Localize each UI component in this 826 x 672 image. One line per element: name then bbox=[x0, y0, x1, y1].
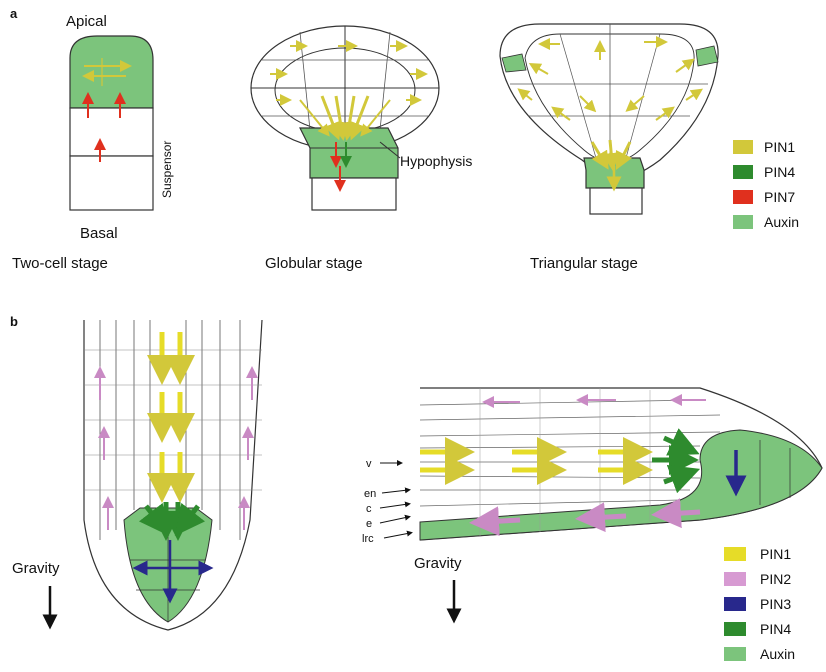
hypophysis-label: Hypophysis bbox=[400, 153, 472, 169]
basal-label: Basal bbox=[80, 225, 118, 242]
legend-a-pin1-label: PIN1 bbox=[764, 139, 795, 155]
legend-b-pin1-label: PIN1 bbox=[760, 546, 791, 562]
tissue-labels: v en c e lrc bbox=[362, 458, 410, 545]
legend-a-swatch-pin1 bbox=[733, 140, 753, 154]
triangular-embryo bbox=[500, 24, 718, 214]
legend-b-pin3-label: PIN3 bbox=[760, 596, 791, 612]
apical-label: Apical bbox=[66, 13, 107, 30]
tissue-label-en: en bbox=[364, 488, 376, 500]
legend-a-swatch-pin7 bbox=[733, 190, 753, 204]
panel-b-label: b bbox=[10, 314, 18, 329]
legend-a-swatch-auxin bbox=[733, 215, 753, 229]
legend-b-pin4-label: PIN4 bbox=[760, 621, 791, 637]
horizontal-root-tip bbox=[420, 388, 822, 540]
legend-a-swatch-pin4 bbox=[733, 165, 753, 179]
legend-a: PIN1 PIN4 PIN7 Auxin bbox=[733, 139, 799, 230]
two-cell-embryo bbox=[70, 36, 153, 210]
vertical-root-tip bbox=[84, 320, 262, 630]
legend-b-swatch-pin4 bbox=[724, 622, 746, 636]
legend-b-swatch-pin2 bbox=[724, 572, 746, 586]
legend-b-swatch-pin3 bbox=[724, 597, 746, 611]
legend-a-auxin-label: Auxin bbox=[764, 214, 799, 230]
legend-b-auxin-label: Auxin bbox=[760, 646, 795, 662]
stage-label-two-cell: Two-cell stage bbox=[12, 255, 108, 272]
gravity-label-right: Gravity bbox=[414, 555, 462, 572]
stage-label-globular: Globular stage bbox=[265, 255, 363, 272]
tissue-label-lrc: lrc bbox=[362, 533, 374, 545]
globular-embryo bbox=[251, 26, 439, 210]
tissue-label-v: v bbox=[366, 458, 372, 470]
legend-b: PIN1 PIN2 PIN3 PIN4 Auxin bbox=[724, 546, 795, 662]
legend-b-swatch-pin1 bbox=[724, 547, 746, 561]
suspensor-label: Suspensor bbox=[160, 141, 174, 198]
legend-b-swatch-auxin bbox=[724, 647, 746, 661]
legend-a-pin4-label: PIN4 bbox=[764, 164, 795, 180]
legend-b-pin2-label: PIN2 bbox=[760, 571, 791, 587]
legend-a-pin7-label: PIN7 bbox=[764, 189, 795, 205]
panel-a-label: a bbox=[10, 6, 18, 21]
tissue-label-e: e bbox=[366, 518, 372, 530]
stage-label-triangular: Triangular stage bbox=[530, 255, 638, 272]
tissue-label-c: c bbox=[366, 503, 372, 515]
gravity-label-left: Gravity bbox=[12, 560, 60, 577]
